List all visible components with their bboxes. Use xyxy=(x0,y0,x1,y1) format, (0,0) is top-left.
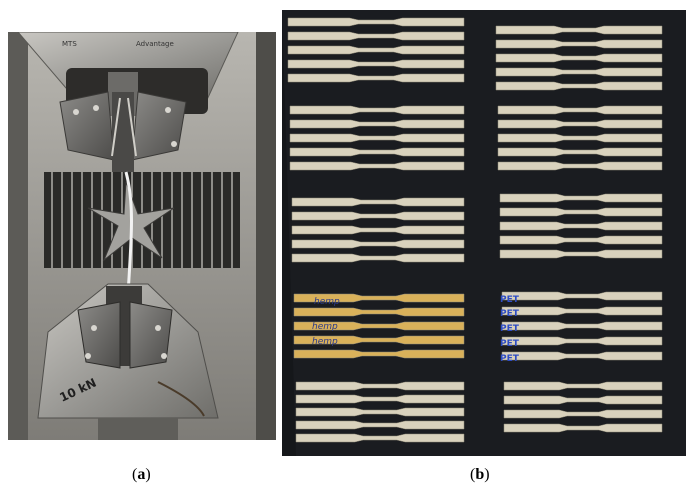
caption-a-letter: a xyxy=(137,466,146,483)
specimen-strip xyxy=(293,293,465,303)
specimen-strip xyxy=(501,336,663,346)
specimen-strip xyxy=(499,221,663,231)
specimen-strip xyxy=(289,119,465,129)
specimen-strip xyxy=(499,235,663,245)
specimen-strip xyxy=(503,409,663,419)
strip-label-pet-2: PET xyxy=(500,309,520,319)
specimen-strip xyxy=(499,193,663,203)
specimen-strip xyxy=(289,105,465,115)
specimen-strip xyxy=(497,105,663,115)
specimen-strip xyxy=(295,407,465,417)
specimen-strip xyxy=(295,433,465,443)
specimen-board-illustration: hemp hemp hemp PET PET PET PET PET xyxy=(282,10,686,456)
machine-model-text: Advantage xyxy=(136,40,174,48)
specimen-strip xyxy=(501,351,663,361)
strip-label-pet-5: PET xyxy=(500,354,520,364)
specimen-strip xyxy=(287,73,465,83)
specimen-strip xyxy=(501,306,663,316)
specimen-strip xyxy=(499,207,663,217)
caption-panel-b: (b) xyxy=(470,466,490,483)
specimen-strip xyxy=(503,395,663,405)
specimen-strip xyxy=(287,17,465,27)
specimen-strip xyxy=(495,53,663,63)
specimen-strip xyxy=(287,45,465,55)
specimen-strip xyxy=(291,211,465,221)
specimen-strip xyxy=(291,239,465,249)
specimen-strip xyxy=(497,161,663,171)
specimen-strips-group xyxy=(287,17,663,443)
specimen-strip xyxy=(497,133,663,143)
strip-label-pet-3: PET xyxy=(500,324,520,334)
machine-brand-text: MTS xyxy=(62,40,77,48)
specimen-strip xyxy=(295,394,465,404)
specimen-strip xyxy=(495,39,663,49)
strip-label-pet-4: PET xyxy=(500,339,520,349)
strip-label-hemp-1: hemp xyxy=(314,297,340,307)
caption-panel-a: (a) xyxy=(132,466,151,483)
caption-b-letter: b xyxy=(475,466,485,483)
specimen-strip xyxy=(287,31,465,41)
specimen-strip xyxy=(495,81,663,91)
specimen-strip xyxy=(293,335,465,345)
specimen-strip xyxy=(503,381,663,391)
specimen-strip xyxy=(495,25,663,35)
specimen-strip xyxy=(495,67,663,77)
specimen-strip xyxy=(291,225,465,235)
specimen-strip xyxy=(295,420,465,430)
photo-specimen-board: hemp hemp hemp PET PET PET PET PET xyxy=(282,10,686,456)
specimen-strip xyxy=(497,147,663,157)
specimen-strip xyxy=(497,119,663,129)
specimen-strip xyxy=(503,423,663,433)
specimen-strip xyxy=(289,133,465,143)
specimen-strip xyxy=(293,307,465,317)
specimen-strip xyxy=(501,291,663,301)
strip-label-hemp-3: hemp xyxy=(312,337,338,347)
tensile-machine-illustration: MTS Advantage xyxy=(8,32,276,440)
specimen-strip xyxy=(295,381,465,391)
specimen-strip xyxy=(293,321,465,331)
specimen-strip xyxy=(291,253,465,263)
specimen-strip xyxy=(501,321,663,331)
specimen-strip xyxy=(287,59,465,69)
strip-label-pet-1: PET xyxy=(500,295,520,305)
strip-label-hemp-2: hemp xyxy=(312,322,338,332)
specimen-strip xyxy=(499,249,663,259)
specimen-strip xyxy=(293,349,465,359)
specimen-strip xyxy=(291,197,465,207)
photo-tensile-machine: MTS Advantage xyxy=(8,32,276,440)
specimen-strip xyxy=(289,161,465,171)
specimen-strip xyxy=(289,147,465,157)
